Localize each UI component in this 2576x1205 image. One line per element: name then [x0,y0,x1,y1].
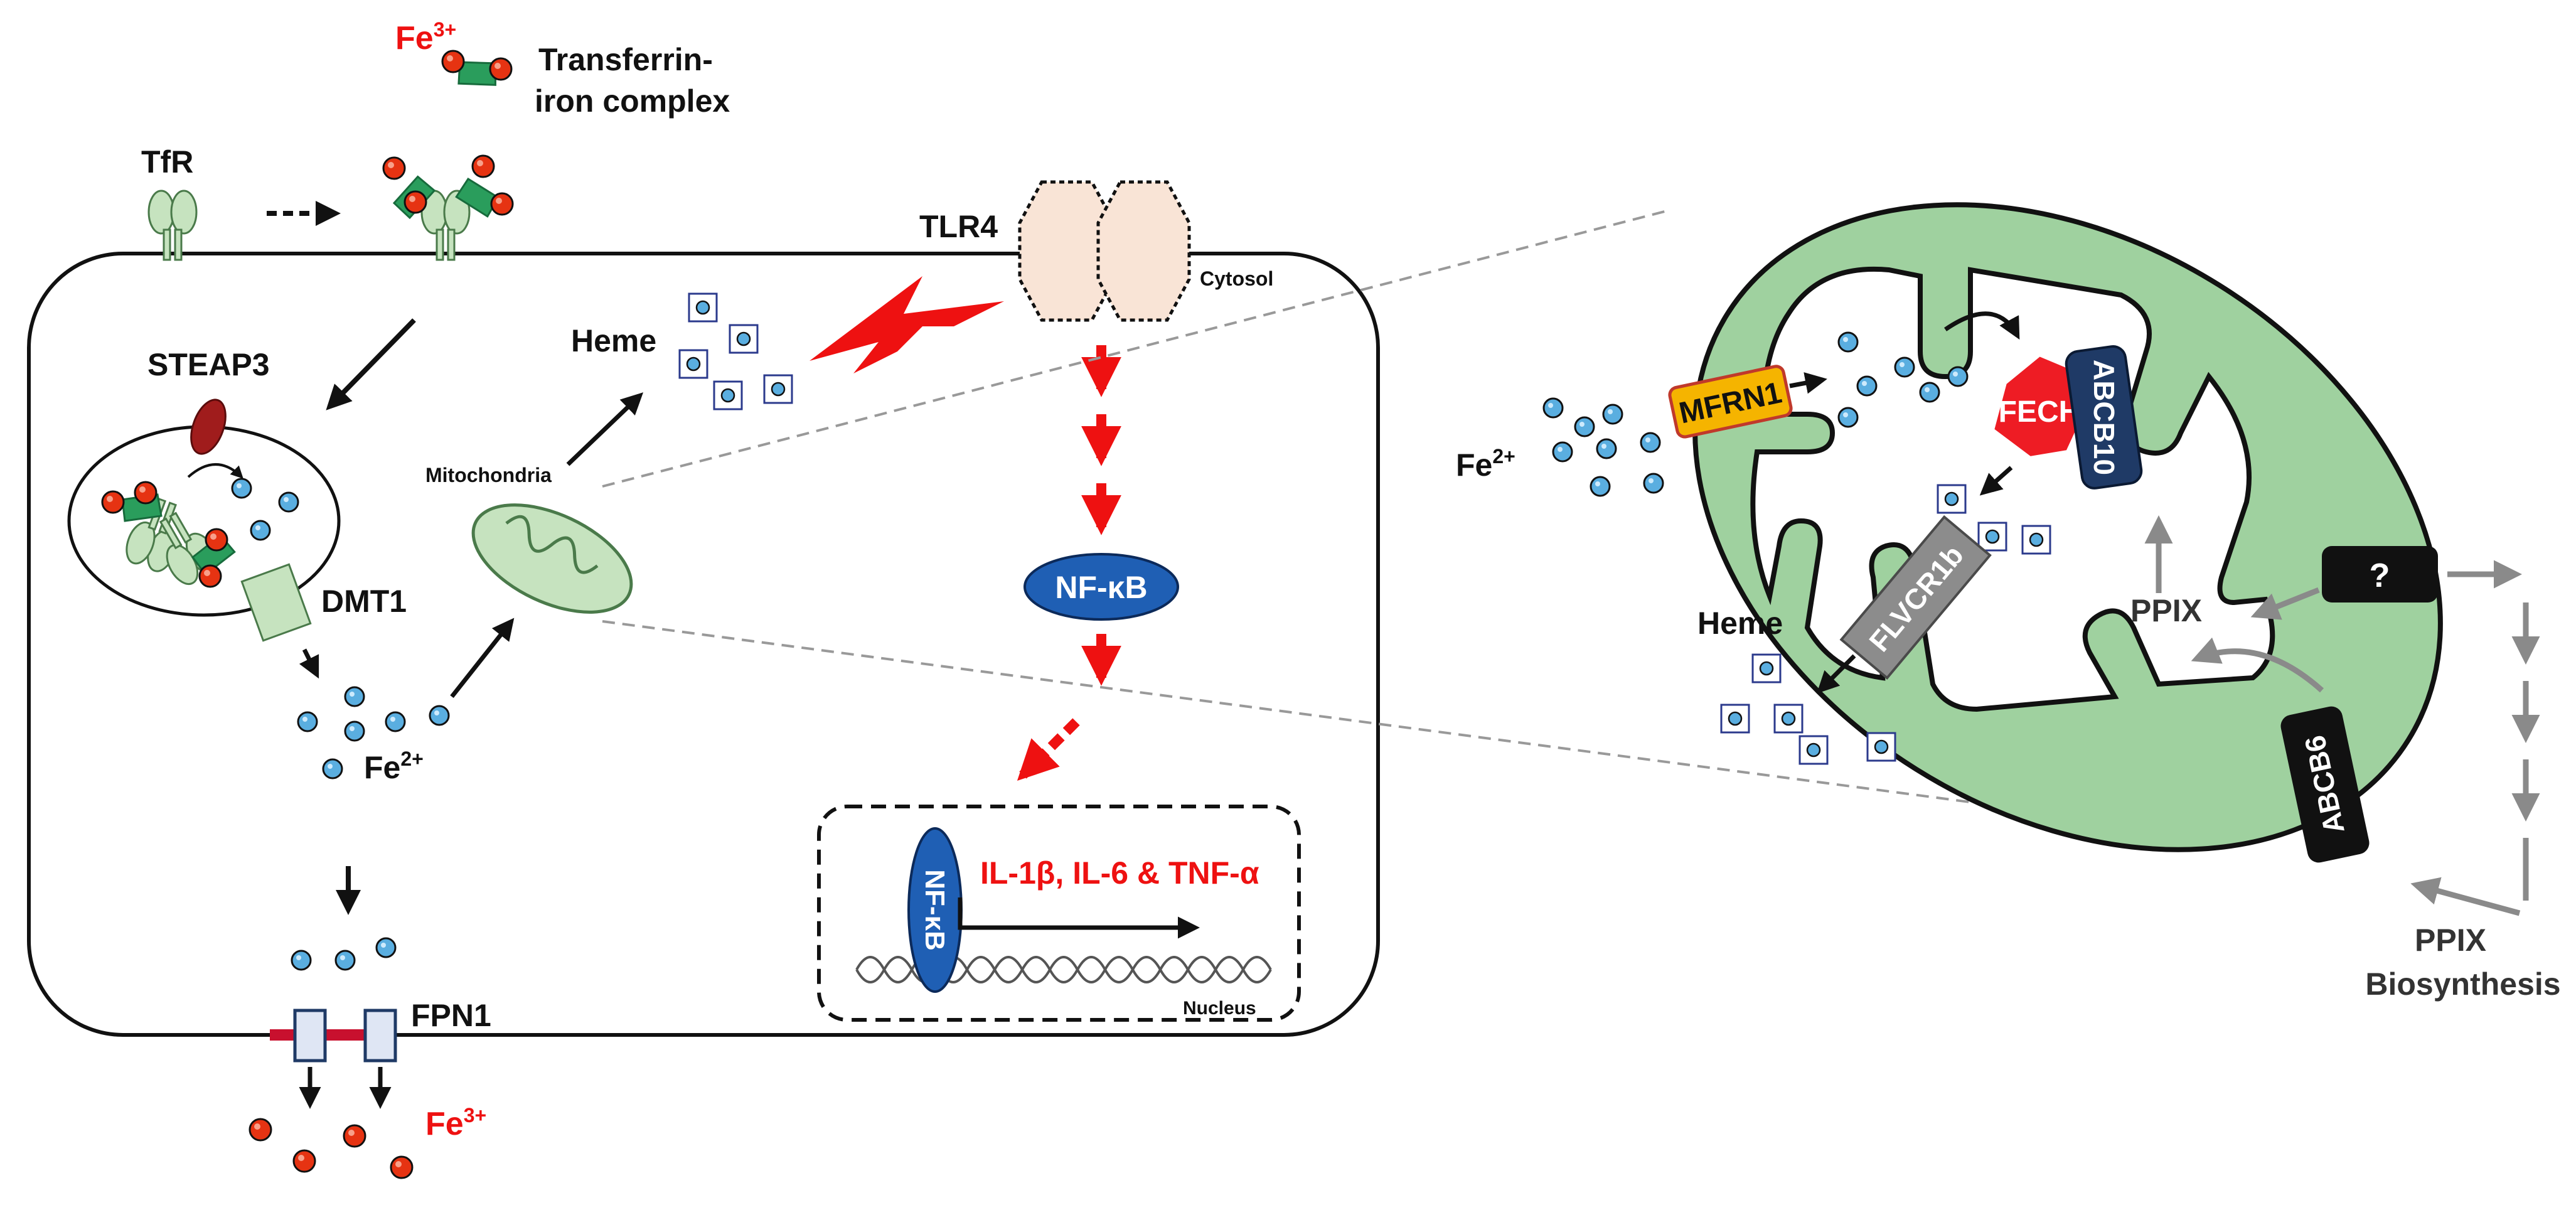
unknown-transporter-label: ? [2370,557,2390,594]
fe3-bottom-label: Fe3+ [425,1104,486,1142]
transferrin-iron-complex-legend: Fe3+ Transferrin- iron complex [395,18,730,119]
nucleus-label: Nucleus [1183,998,1256,1019]
iron-to-mitochondria-arrow [450,618,515,699]
fe2-right-pool: Fe2+ [1456,397,1664,497]
endosome [67,425,341,617]
heme-cluster-right: Heme [1697,606,1896,765]
cytokines-label: IL-1β, IL-6 & TNF-α [980,855,1259,891]
abcb10-label: ABCB10 [2088,360,2120,475]
mitochondria-label: Mitochondria [425,464,552,486]
tlr4-signaling-cascade [1017,345,1121,781]
tlr4-label: TLR4 [919,209,998,244]
fe3-top-label: Fe3+ [395,18,456,56]
mitochondrial-inner-membrane [1750,266,2275,712]
nfkb-vertical-label: NF-κB [919,869,950,951]
nfkb-cytosolic: NF-κB [1023,553,1179,621]
steap3-label: STEAP3 [147,347,270,382]
mitochondrion-small [471,503,633,614]
nucleus: NF-κB IL-1β, IL-6 & TNF-α Nucleus [817,805,1301,1022]
ppix-label: PPIX [2130,593,2202,628]
heme-output-arrow [1979,466,2013,496]
tfr-label: TfR [141,144,193,179]
heme-right-label: Heme [1697,606,1783,641]
transferrin-label-line2: iron complex [535,83,730,119]
fpn1-label: FPN1 [411,998,491,1033]
nfkb-label: NF-κB [1055,570,1147,605]
cell-membrane [27,252,1380,1037]
transcription-arrow [958,897,1200,939]
cytosolic-fe2-pool: Fe2+ [297,686,450,785]
ppix-biosynthesis-cycle [2410,560,2540,916]
cytosol-label: Cytosol [1200,267,1273,290]
mitochondrion-large [1692,202,2443,852]
tlr4-receptor: TLR4 [919,180,1191,322]
dmt1-label: DMT1 [321,584,407,619]
endocytosis-arrow [326,318,416,410]
fech-enzyme: FECH [1990,352,2089,461]
fe2-left-label: Fe2+ [364,747,424,785]
tfr-bound-complex [382,154,514,261]
iron-to-fech-arrow [1944,311,2020,340]
zoom-line-top [602,209,1670,488]
lightning-bolt-icon [810,276,1004,373]
fe2-right-label: Fe2+ [1456,445,1515,483]
unknown-transporter: ? [2322,546,2438,602]
heme-cluster-left: Heme [571,292,793,410]
dmt1-transporter [240,563,312,642]
fech-label: FECH [1999,395,2081,429]
ppix-biosynthesis-label-line1: PPIX [2415,923,2486,958]
tfr-receptor: TfR [141,144,198,261]
abcb6-import-arrow [2191,637,2324,693]
heme-efflux-arrow [1817,654,1856,694]
zoom-line-bottom [602,620,2194,833]
steap3-protein [190,399,227,455]
fe3-extracellular: Fe3+ [249,1104,486,1179]
unknown-import-arrow [2250,587,2320,620]
fe2-near-fpn1 [291,937,397,971]
abcb10-transporter: ABCB10 [2065,345,2143,490]
heme-export-arrow [566,392,644,466]
heme-left-label: Heme [571,323,656,358]
dmt1-export-arrow [299,648,319,679]
fpn1-transporter: FPN1 [270,998,491,1109]
ppix-biosynthesis-label-line2: Biosynthesis [2365,967,2560,1002]
transferrin-label-line1: Transferrin- [538,42,713,77]
abcb6-transporter: ABCB6 [2280,706,2370,863]
